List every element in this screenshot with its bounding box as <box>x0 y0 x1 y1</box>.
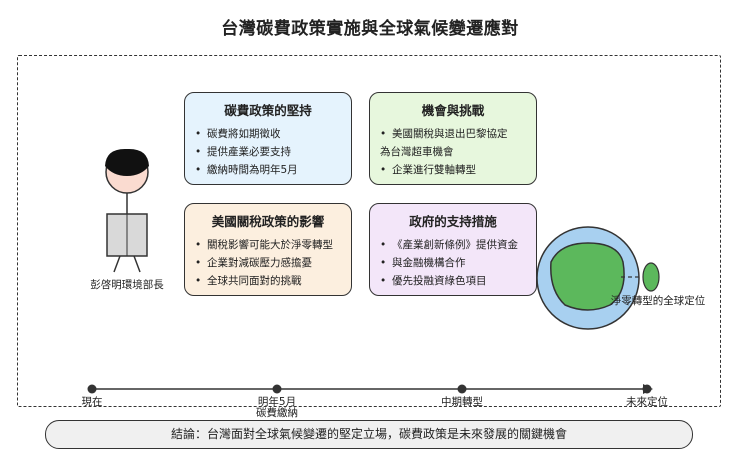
card-item: 提供產業必要支持 <box>195 143 341 161</box>
card-item: 碳費將如期徵收 <box>195 125 341 143</box>
timeline-label-next-may: 明年5月 碳費繳納 <box>232 397 322 419</box>
card-item: 與金融機構合作 <box>380 254 526 272</box>
card-heading: 政府的支持措施 <box>409 214 497 229</box>
timeline-label-line: 現在 <box>81 396 103 408</box>
conclusion-banner: 結論：台灣面對全球氣候變遷的堅定立場，碳費政策是未來發展的關鍵機會 <box>45 420 693 449</box>
timeline-label-mid-term: 中期轉型 <box>417 397 507 408</box>
card-heading: 碳費政策的堅持 <box>224 103 312 118</box>
minister-label: 彭啓明環境部長 <box>90 279 164 291</box>
card-government-support: 政府的支持措施 《產業創新條例》提供資金 與金融機構合作 優先投融資綠色項目 <box>369 203 537 296</box>
small-leaf-shape <box>642 262 660 292</box>
global-position-label: 淨零轉型的全球定位 <box>610 295 706 307</box>
person-hair <box>105 148 149 176</box>
timeline-label-line: 碳費繳納 <box>256 407 298 419</box>
minister-figure <box>105 148 149 273</box>
timeline <box>87 384 653 394</box>
timeline-point-future <box>642 384 652 394</box>
card-item-continuation: 為台灣超車機會 <box>380 146 454 158</box>
timeline-label-line: 未來定位 <box>626 396 668 408</box>
timeline-label-line: 明年5月 <box>257 396 297 408</box>
card-item: 美國關稅與退出巴黎協定 <box>380 125 526 143</box>
timeline-point-next-may <box>272 384 282 394</box>
card-heading: 機會與挑戰 <box>421 103 485 118</box>
card-item: 繳納時間為明年5月 <box>195 161 341 179</box>
timeline-point-mid-term <box>457 384 467 394</box>
person-left-leg <box>113 255 121 273</box>
timeline-label-line: 中期轉型 <box>441 396 483 408</box>
timeline-label-future: 未來定位 <box>602 397 692 408</box>
card-item: 全球共同面對的挑戰 <box>195 272 341 290</box>
card-item: 企業對減碳壓力感擔憂 <box>195 254 341 272</box>
globe-land <box>550 242 625 311</box>
card-us-tariff-impact: 美國關稅政策的影響 關稅影響可能大於淨零轉型 企業對減碳壓力感擔憂 全球共同面對… <box>184 203 352 296</box>
timeline-label-now: 現在 <box>47 397 137 408</box>
card-item: 關稅影響可能大於淨零轉型 <box>195 236 341 254</box>
card-carbon-fee-policy: 碳費政策的堅持 碳費將如期徵收 提供產業必要支持 繳納時間為明年5月 <box>184 92 352 185</box>
card-opportunity-challenge: 機會與挑戰 美國關稅與退出巴黎協定 為台灣超車機會 企業進行雙軸轉型 <box>369 92 537 185</box>
globe-graphic <box>536 226 660 330</box>
card-heading: 美國關稅政策的影響 <box>211 214 325 229</box>
timeline-point-now <box>87 384 97 394</box>
card-item: 優先投融資綠色項目 <box>380 272 526 290</box>
card-item: 企業進行雙軸轉型 <box>380 161 526 179</box>
diagram-title: 台灣碳費政策實施與全球氣候變遷應對 <box>221 19 519 39</box>
card-item: 《產業創新條例》提供資金 <box>380 236 526 254</box>
diagram-frame <box>17 55 721 407</box>
person-right-leg <box>133 255 141 273</box>
